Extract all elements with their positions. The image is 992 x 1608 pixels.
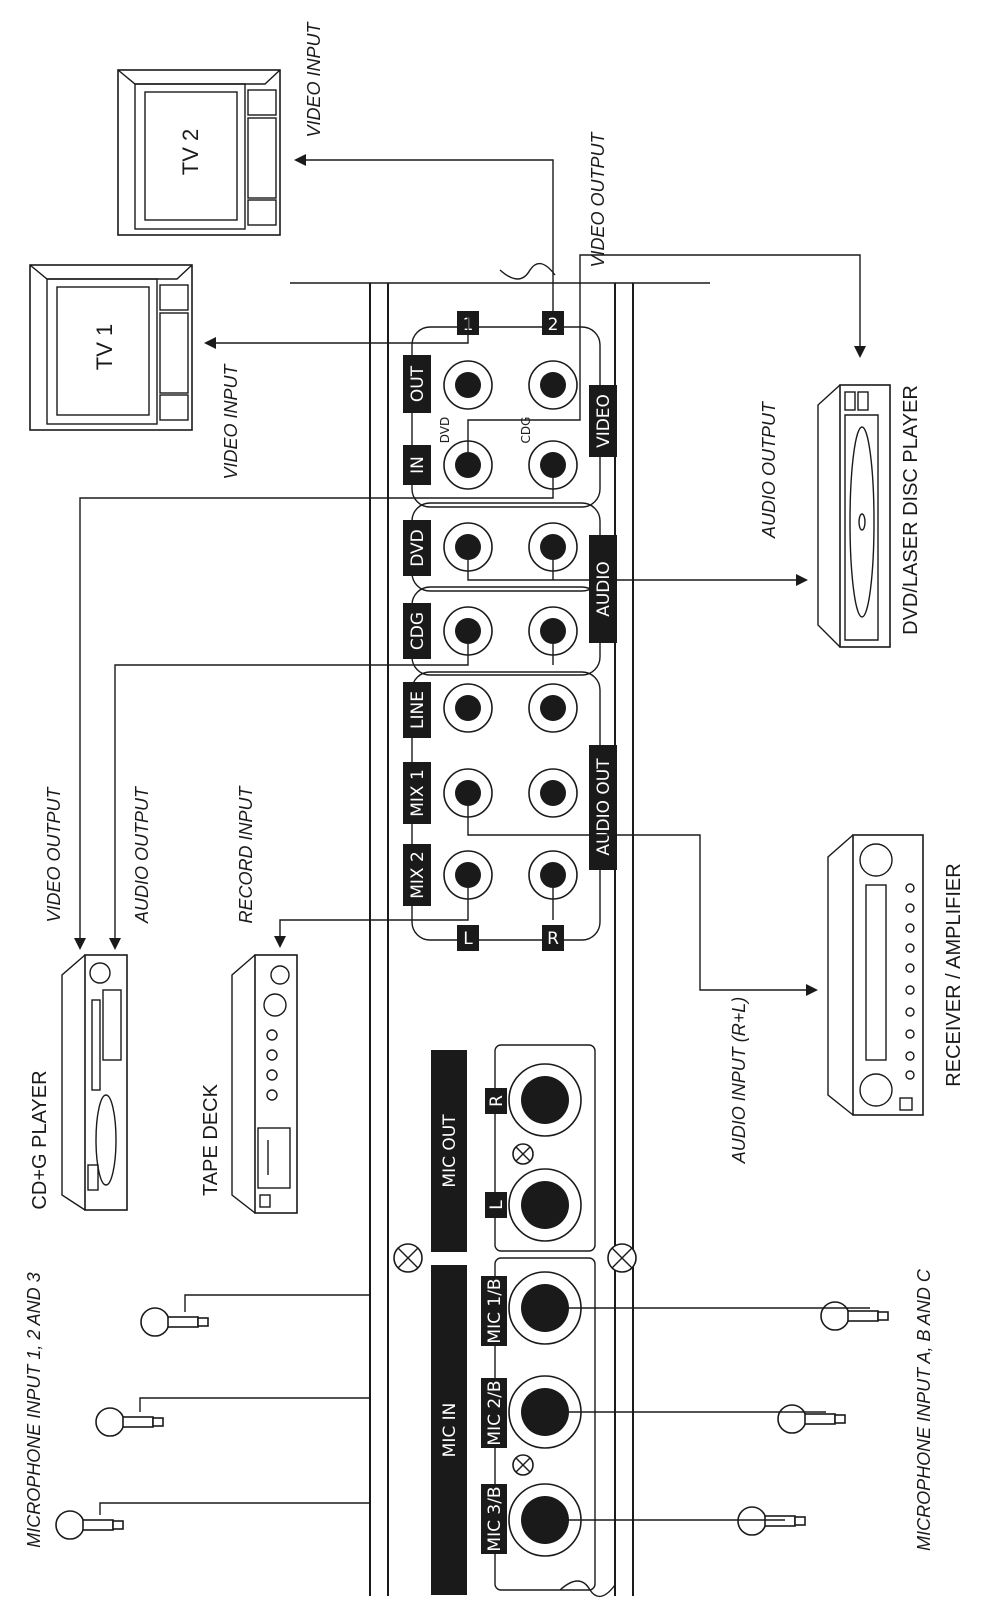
tape-deck-label: TAPE DECK bbox=[200, 1083, 222, 1196]
label-video-input-tv2: VIDEO INPUT bbox=[304, 20, 324, 137]
label-mic-in: MIC IN bbox=[440, 1403, 460, 1458]
label-video-output-top: VIDEO OUTPUT bbox=[588, 130, 608, 267]
label-cdg: CDG bbox=[408, 612, 428, 650]
dvd-player-icon: DVD/LASER DISC PLAYER bbox=[817, 384, 922, 648]
label-audio-r: R bbox=[547, 929, 559, 949]
label-audio-output-dvd: AUDIO OUTPUT bbox=[759, 400, 779, 539]
tv2-label: TV 2 bbox=[178, 129, 203, 175]
jack-video-in-dvd bbox=[443, 440, 493, 490]
jack-mic-out-l bbox=[508, 1168, 582, 1242]
jack-line-l bbox=[443, 683, 493, 733]
label-cdg-small: CDG bbox=[519, 417, 533, 444]
tv1-icon: TV 1 bbox=[29, 264, 193, 431]
rear-panel bbox=[290, 262, 710, 1598]
jack-cdg-audio-l bbox=[443, 606, 493, 656]
label-mic-input-left: MICROPHONE INPUT 1, 2 AND 3 bbox=[24, 1272, 44, 1547]
label-dvd: DVD bbox=[408, 529, 428, 567]
microphone-icon bbox=[140, 1307, 209, 1337]
label-mic-out-l: L bbox=[487, 1200, 507, 1210]
label-mic-input-right: MICROPHONE INPUT A, B AND C bbox=[914, 1268, 934, 1551]
jack-line-r bbox=[528, 683, 578, 733]
microphone-icon bbox=[95, 1407, 164, 1437]
screw-icon bbox=[607, 1243, 637, 1273]
label-mic3: MIC 3/B bbox=[485, 1486, 505, 1551]
screw-icon bbox=[512, 1143, 534, 1165]
label-line: LINE bbox=[408, 691, 428, 729]
label-audio-out: AUDIO OUT bbox=[594, 758, 614, 856]
screw-icon bbox=[512, 1454, 534, 1476]
microphone-icon bbox=[820, 1301, 889, 1331]
dvd-player-label: DVD/LASER DISC PLAYER bbox=[900, 385, 922, 635]
label-dvd-small: DVD bbox=[438, 417, 452, 443]
label-record-input: RECORD INPUT bbox=[236, 784, 256, 923]
jack-video-out-1 bbox=[443, 360, 493, 410]
label-mic-out-r: R bbox=[487, 1095, 507, 1107]
panel-labels: OUT IN DVD CDG VIDEO 1 2 DVD AUDIO CDG L… bbox=[403, 311, 617, 1595]
label-video-out: OUT bbox=[408, 365, 428, 402]
label-audio-output-cdg: AUDIO OUTPUT bbox=[132, 785, 152, 924]
label-mic-out: MIC OUT bbox=[440, 1114, 460, 1188]
label-video-input-tv1: VIDEO INPUT bbox=[221, 362, 241, 479]
screw-icon bbox=[393, 1243, 423, 1273]
microphone-icon bbox=[737, 1506, 806, 1536]
label-audio-group: AUDIO bbox=[594, 561, 614, 617]
cdg-player-label: CD+G PLAYER bbox=[29, 1070, 51, 1209]
jack-dvd-audio-l bbox=[443, 522, 493, 572]
label-video-group: VIDEO bbox=[594, 394, 614, 448]
cdg-player-icon: CD+G PLAYER bbox=[29, 954, 128, 1211]
jack-video-out-2 bbox=[528, 360, 578, 410]
jack-mix1-r bbox=[528, 768, 578, 818]
label-audio-input-receiver: AUDIO INPUT (R+L) bbox=[729, 997, 749, 1165]
cables bbox=[74, 154, 870, 1521]
jack-mix2-r bbox=[528, 850, 578, 900]
label-video-in: IN bbox=[408, 456, 428, 474]
label-audio-l: L bbox=[463, 929, 473, 949]
tape-deck-icon: TAPE DECK bbox=[200, 954, 298, 1214]
microphone-icon bbox=[777, 1404, 846, 1434]
label-num-2: 2 bbox=[548, 315, 559, 335]
microphone-icon bbox=[55, 1510, 124, 1540]
jack-mic-out-r bbox=[508, 1063, 582, 1137]
label-mic1: MIC 1/B bbox=[485, 1278, 505, 1343]
tv2-icon: TV 2 bbox=[117, 69, 281, 236]
jack-dvd-audio-r bbox=[528, 522, 578, 572]
receiver-icon: RECEIVER / AMPLIFIER bbox=[827, 834, 965, 1116]
label-video-output-cdg: VIDEO OUTPUT bbox=[44, 785, 64, 922]
tv1-label: TV 1 bbox=[92, 324, 117, 370]
label-mix2: MIX 2 bbox=[408, 851, 428, 899]
receiver-label: RECEIVER / AMPLIFIER bbox=[943, 863, 965, 1086]
connection-labels: VIDEO INPUT VIDEO OUTPUT VIDEO INPUT AUD… bbox=[24, 20, 934, 1550]
label-mic2: MIC 2/B bbox=[485, 1380, 505, 1445]
label-mix1: MIX 1 bbox=[408, 769, 428, 817]
